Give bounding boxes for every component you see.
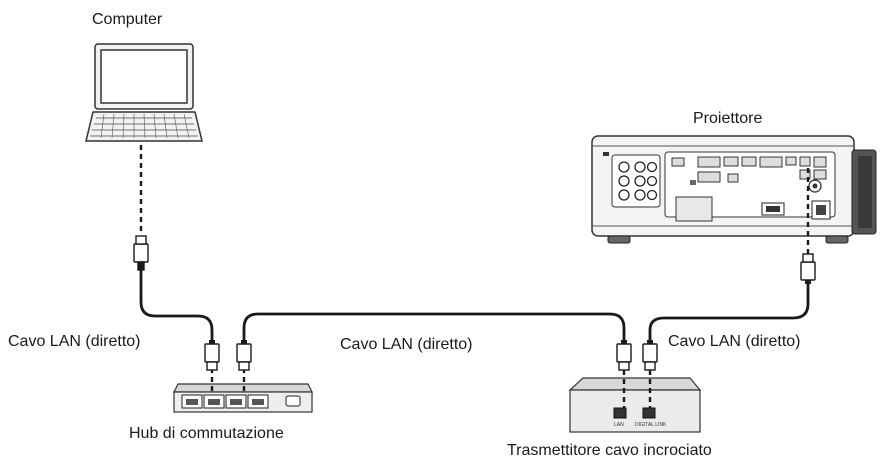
lan-port-label: LAN [614,422,624,428]
lan-cable-transmitter-projector [648,276,810,344]
switching-hub-icon [173,383,313,413]
lan-cable-computer-hub [139,267,214,344]
lan-cable-hub-transmitter [242,312,626,344]
cable-left-label: Cavo LAN (diretto) [8,333,141,350]
projector-icon [591,135,877,244]
hub-label: Hub di commutazione [129,425,284,442]
computer-label: Computer [92,11,163,28]
rj45-plug-icon [133,235,816,371]
transmitter-label: Trasmettitore cavo incrociato [507,442,712,459]
computer-icon [85,43,203,142]
cable-middle-label: Cavo LAN (diretto) [340,336,473,353]
twisted-pair-transmitter-icon: LAN DIGITAL LINK [568,377,702,433]
digital-link-port-label: DIGITAL LINK [635,422,667,428]
cable-right-label: Cavo LAN (diretto) [668,333,801,350]
projector-label: Proiettore [693,110,763,127]
